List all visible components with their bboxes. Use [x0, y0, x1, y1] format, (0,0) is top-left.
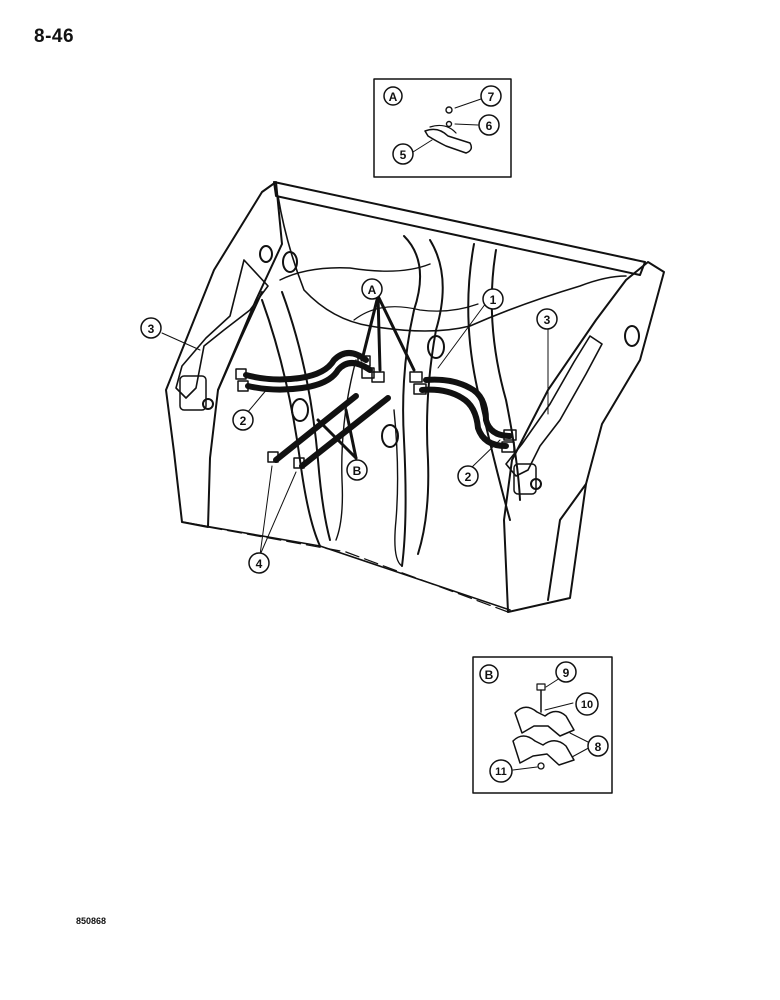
svg-text:7: 7: [488, 90, 495, 104]
callout-8: 8: [587, 735, 609, 757]
inset-a: [373, 78, 512, 178]
callout-b-main: B: [346, 459, 368, 481]
svg-text:A: A: [389, 90, 398, 104]
figure-code: 850868: [76, 916, 107, 926]
svg-text:A: A: [368, 283, 377, 297]
callout-2-left: 2: [232, 409, 254, 431]
callout-2-right: 2: [457, 465, 479, 487]
callout-a-main: A: [361, 278, 383, 300]
page-number: 8-46: [34, 26, 75, 47]
leader-lines: [161, 294, 549, 556]
callout-6: 6: [478, 114, 500, 136]
callout-5: 5: [392, 143, 414, 165]
svg-text:2: 2: [465, 470, 472, 484]
callout-7: 7: [480, 85, 502, 107]
svg-text:4: 4: [256, 557, 263, 571]
callout-4: 4: [248, 552, 270, 574]
svg-text:3: 3: [148, 322, 155, 336]
svg-text:11: 11: [495, 766, 507, 778]
svg-text:B: B: [353, 464, 362, 478]
callout-9: 9: [555, 661, 577, 683]
callout-3-left: 3: [140, 317, 162, 339]
svg-text:8: 8: [595, 740, 602, 754]
svg-text:1: 1: [490, 293, 497, 307]
bucket: [165, 181, 665, 613]
hoses: [243, 350, 513, 469]
inset-a-letter: A: [383, 86, 403, 106]
svg-text:5: 5: [400, 148, 407, 162]
inset-b-letter: B: [479, 664, 499, 684]
inset-b: [472, 656, 613, 794]
svg-text:10: 10: [581, 699, 593, 711]
svg-text:2: 2: [240, 414, 247, 428]
svg-text:6: 6: [486, 119, 493, 133]
svg-text:9: 9: [563, 666, 570, 680]
callout-11: 11: [489, 759, 513, 783]
callout-10: 10: [575, 692, 599, 716]
svg-text:3: 3: [544, 313, 551, 327]
fittings: [235, 355, 517, 469]
callout-3-right: 3: [536, 308, 558, 330]
svg-text:B: B: [485, 668, 494, 682]
callout-1: 1: [482, 288, 504, 310]
